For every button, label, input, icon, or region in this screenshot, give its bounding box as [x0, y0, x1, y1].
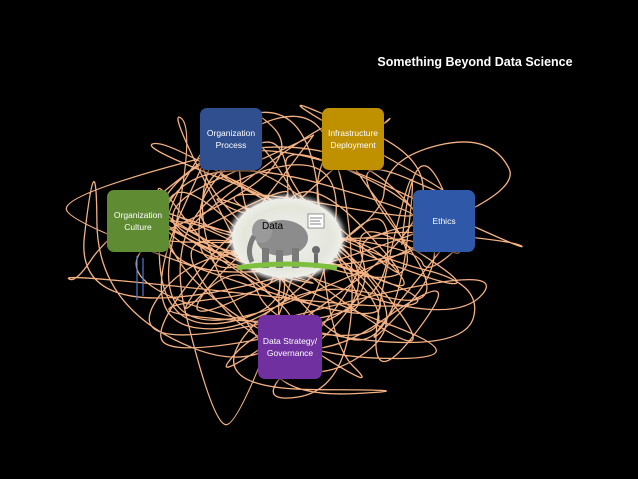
infrastructure-deployment-box: Infrastructure Deployment [322, 108, 384, 170]
ethics-box: Ethics [413, 190, 475, 252]
elephant-icon [236, 213, 338, 271]
ethics-label: Ethics [432, 216, 456, 226]
organization-process-label: Organization Process [206, 128, 256, 150]
slide-title: Something Beyond Data Science [377, 55, 573, 69]
organization-process-box: Organization Process [200, 108, 262, 170]
infrastructure-deployment-label: Infrastructure Deployment [327, 128, 379, 150]
data-strategy-governance-box: Data Strategy/ Governance [258, 315, 322, 379]
organization-culture-label: Organization Culture [113, 210, 163, 232]
data-label: Data [262, 221, 284, 232]
data-strategy-governance-label: Data Strategy/ Governance [262, 336, 318, 358]
organization-culture-box: Organization Culture [107, 190, 169, 252]
elephant-image [232, 198, 342, 278]
